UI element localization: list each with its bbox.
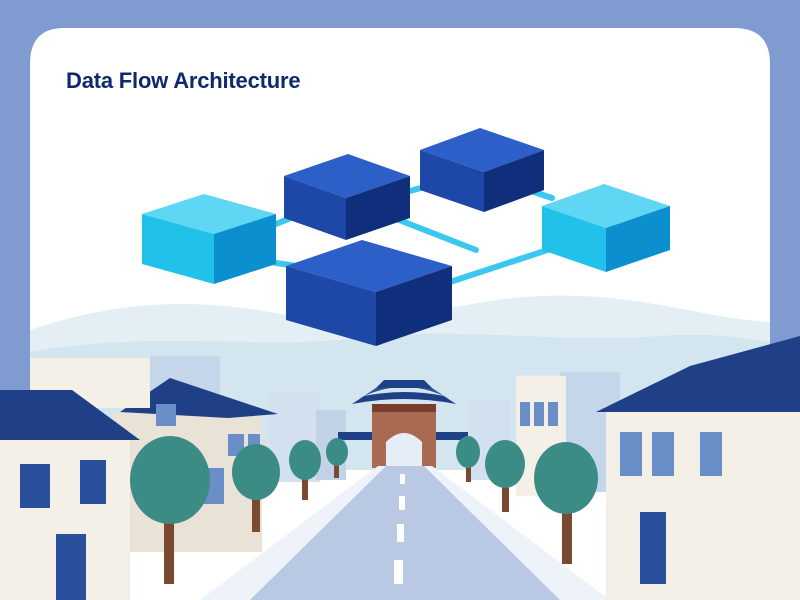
node-left	[142, 194, 276, 284]
node-top-right	[420, 128, 544, 212]
diagram-title: Data Flow Architecture	[66, 68, 301, 93]
gate-landmark	[338, 380, 468, 468]
street-trees	[130, 436, 598, 584]
tree-right-2	[485, 440, 525, 512]
street	[200, 466, 610, 600]
node-bottom-center	[286, 240, 452, 346]
tree-right-1	[456, 436, 480, 482]
tree-left-1	[130, 436, 210, 584]
node-right	[542, 184, 670, 272]
node-top-center	[284, 154, 410, 240]
tree-left-2	[232, 444, 280, 532]
tree-left-4	[326, 438, 348, 478]
tree-right-3	[534, 442, 598, 564]
lane-markings	[394, 474, 405, 584]
tree-left-3	[289, 440, 321, 500]
